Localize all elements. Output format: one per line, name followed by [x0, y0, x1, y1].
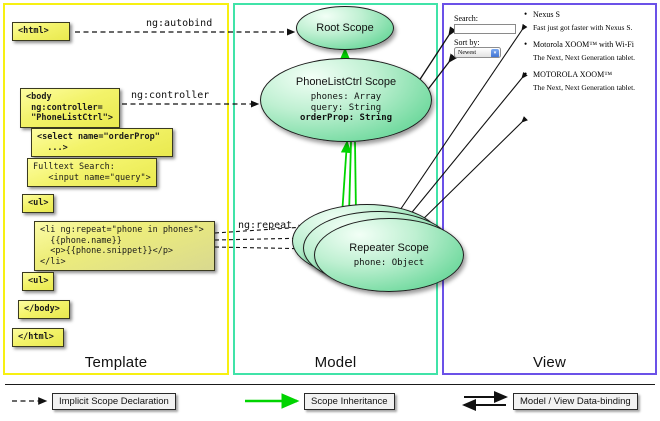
phone-name: Motorola XOOM™ with Wi-Fi — [522, 39, 650, 50]
legend-divider — [5, 384, 655, 385]
view-sort-label: Sort by: — [454, 38, 480, 47]
scope-repeater-props: phone: Object — [353, 257, 425, 268]
panel-template: Template — [3, 3, 229, 375]
sort-by-select[interactable]: Newest ▾ — [454, 47, 501, 58]
chevron-down-icon[interactable]: ▾ — [491, 49, 499, 57]
phone-snippet: Fast just got faster with Nexus S. — [533, 23, 633, 32]
phone-name: MOTOROLA XOOM™ — [522, 69, 650, 80]
code-html-open: <html> — [12, 22, 70, 41]
view-search-label: Search: — [454, 14, 478, 23]
panel-template-label: Template — [84, 354, 148, 371]
code-ul-open: <ul> — [22, 194, 54, 213]
scope-root: Root Scope — [296, 6, 394, 50]
panel-model-label: Model — [314, 354, 357, 371]
list-item[interactable]: Motorola XOOM™ with Wi-Fi The Next, Next… — [522, 39, 650, 63]
code-select-orderprop: <select name="orderProp" ...> — [31, 128, 173, 157]
scope-phonelistctrl-title: PhoneListCtrl Scope — [295, 76, 397, 89]
code-html-close: </html> — [12, 328, 64, 347]
phone-name: Nexus S — [522, 9, 650, 20]
label-ng-controller: ng:controller — [131, 90, 210, 101]
scope-root-title: Root Scope — [316, 21, 374, 34]
label-ng-repeat: ng:repeat — [238, 220, 293, 231]
code-body-close: </body> — [18, 300, 70, 319]
list-item[interactable]: Nexus S Fast just got faster with Nexus … — [522, 9, 650, 33]
label-ng-autobind: ng:autobind — [146, 18, 213, 29]
list-item[interactable]: MOTOROLA XOOM™ The Next, Next Generation… — [522, 69, 650, 93]
phone-snippet: The Next, Next Generation tablet. — [533, 83, 636, 92]
phone-list: Nexus S Fast just got faster with Nexus … — [522, 9, 650, 100]
code-ul-close: <ul> — [22, 272, 54, 291]
search-input[interactable] — [454, 24, 516, 34]
scope-repeater: Repeater Scope phone: Object — [314, 218, 464, 292]
code-li-repeat: <li ng:repeat="phone in phones"> {{phone… — [34, 221, 215, 271]
code-fulltext-search: Fulltext Search: <input name="query"> — [27, 158, 157, 187]
legend-model-view-databinding: Model / View Data-binding — [513, 393, 638, 410]
legend-implicit-scope-declaration: Implicit Scope Declaration — [52, 393, 176, 410]
scope-repeater-title: Repeater Scope — [349, 241, 429, 254]
scope-phonelistctrl: PhoneListCtrl Scope phones: Array query:… — [260, 58, 432, 142]
panel-view-label: View — [532, 354, 567, 371]
code-body-open: <body ng:controller= "PhoneListCtrl"> — [20, 88, 120, 128]
phone-snippet: The Next, Next Generation tablet. — [533, 53, 636, 62]
legend-scope-inheritance: Scope Inheritance — [304, 393, 395, 410]
sort-by-selected-value: Newest — [458, 50, 476, 56]
